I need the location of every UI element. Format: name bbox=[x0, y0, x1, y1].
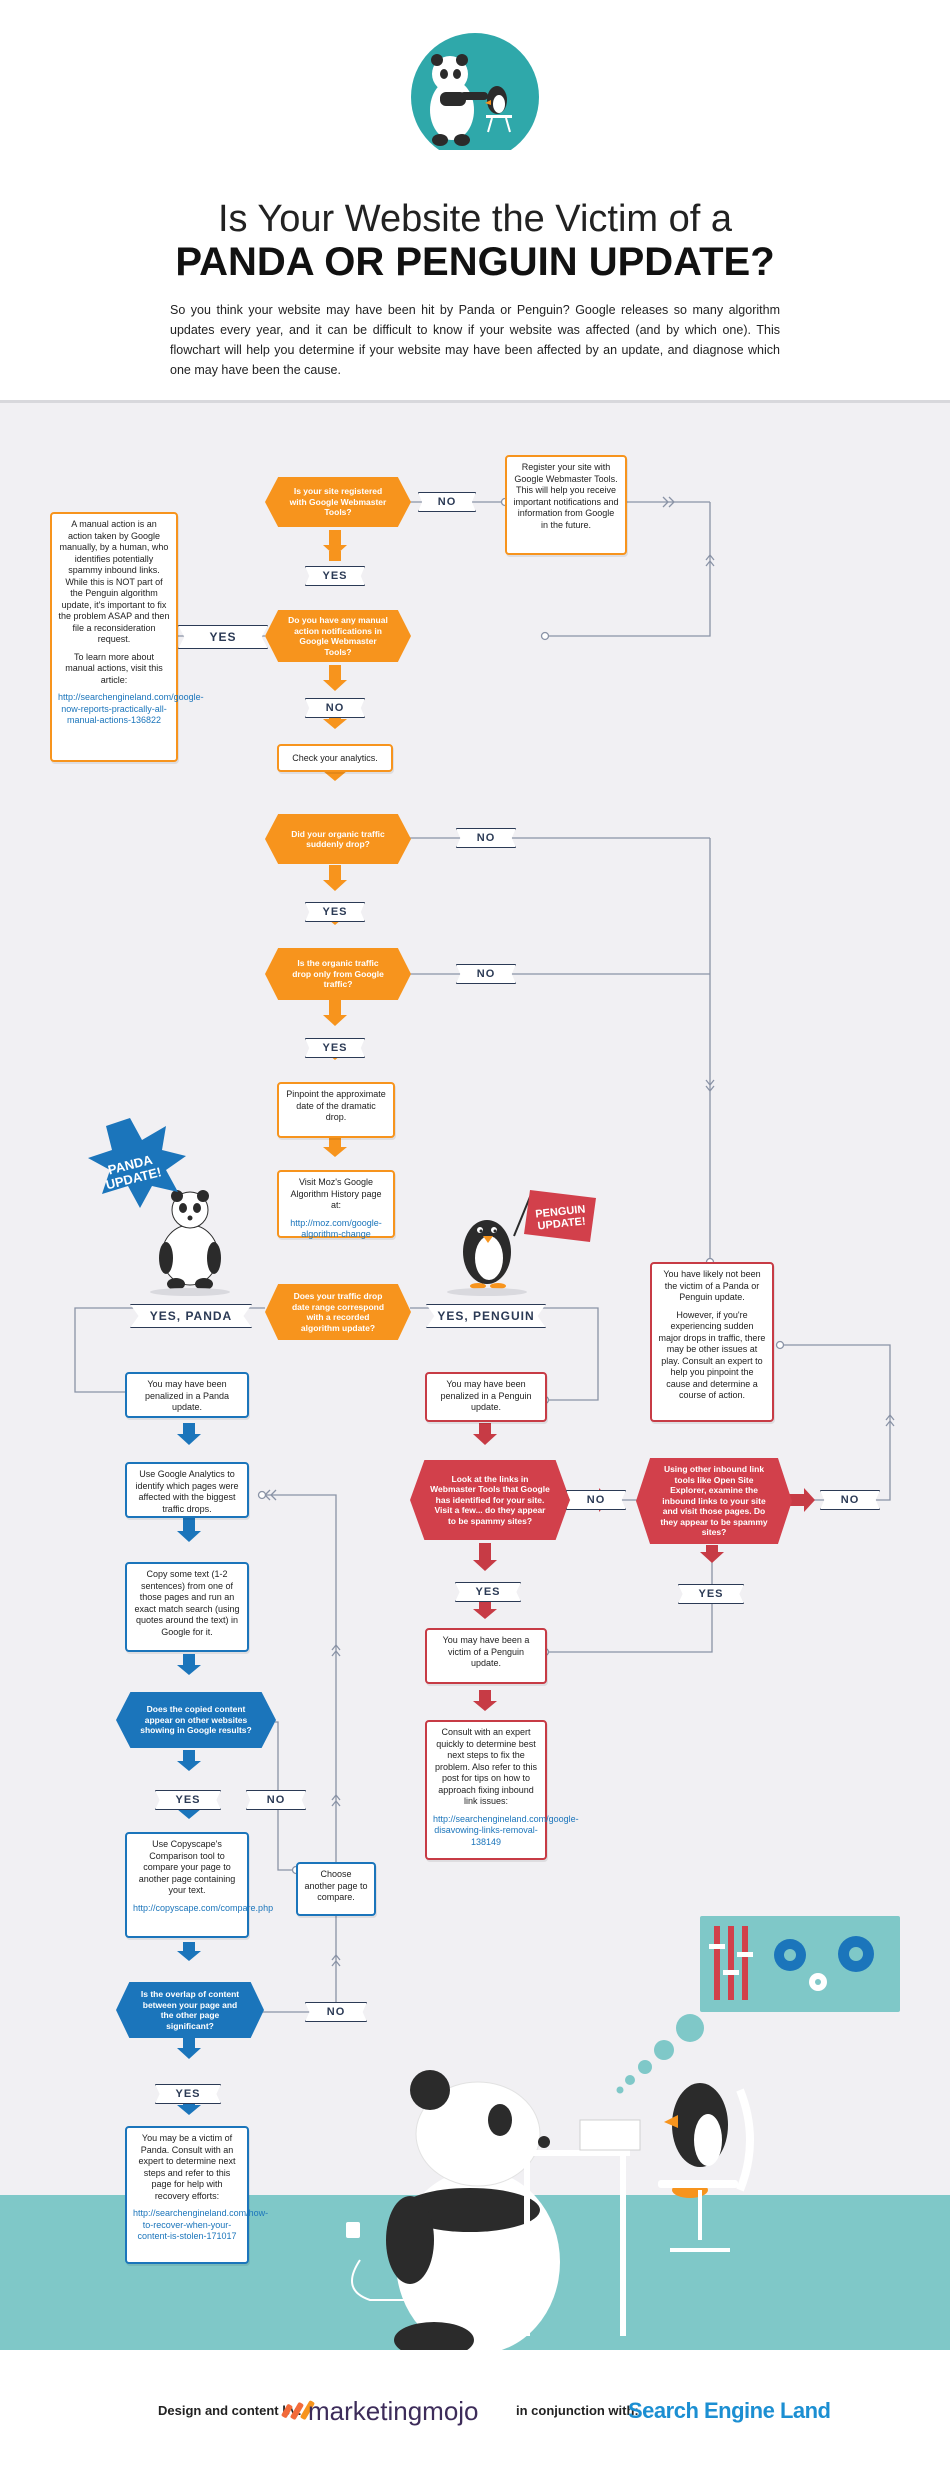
label-no-wmt-links: NO bbox=[566, 1490, 626, 1510]
consult-expert-box: Consult with an expert quickly to determ… bbox=[425, 1720, 579, 1860]
label-no-registered: NO bbox=[418, 492, 476, 512]
manual-action-box: A manual action is an action taken by Go… bbox=[50, 512, 204, 762]
not-victim-text: You have likely not been the victim of a… bbox=[663, 1269, 761, 1302]
thought-bubbles-icon bbox=[616, 2014, 704, 2094]
panda-victim-text: You may be a victim of Panda. Consult wi… bbox=[138, 2133, 236, 2201]
penguin-flag-icon bbox=[524, 1190, 596, 1242]
decision-overlap: Is the overlap of content between your p… bbox=[116, 1982, 264, 2038]
label-no-drop: NO bbox=[456, 828, 516, 848]
manual-action-link[interactable]: http://searchengineland.com/google-now-r… bbox=[58, 692, 204, 725]
scene-illustration-icon bbox=[346, 2070, 754, 2358]
not-victim-more: However, if you're experiencing sudden m… bbox=[658, 1309, 766, 1401]
penguin-penalized-box: You may have been penalized in a Penguin… bbox=[425, 1372, 547, 1422]
panda-badge-icon bbox=[88, 1118, 186, 1208]
gears-panel-icon bbox=[700, 1916, 900, 2012]
label-yes-overlap: YES bbox=[155, 2084, 221, 2104]
label-yes-drop: YES bbox=[305, 902, 365, 922]
pinpoint-date-box: Pinpoint the approximate date of the dra… bbox=[277, 1082, 395, 1138]
label-yes-registered: YES bbox=[305, 566, 365, 586]
panda-penalized-box: You may have been penalized in a Panda u… bbox=[125, 1372, 249, 1418]
decision-copied-content: Does the copied content appear on other … bbox=[116, 1692, 276, 1748]
not-victim-box: You have likely not been the victim of a… bbox=[650, 1262, 774, 1422]
label-yes-panda: YES, PANDA bbox=[130, 1304, 252, 1328]
label-no-overlap: NO bbox=[305, 2002, 367, 2022]
panda-illustration-icon bbox=[150, 1190, 230, 1296]
label-yes-google-only: YES bbox=[305, 1038, 365, 1058]
penguin-victim-box: You may have been a victim of a Penguin … bbox=[425, 1628, 547, 1684]
label-yes-copied: YES bbox=[155, 1790, 221, 1810]
panda-victim-link[interactable]: http://searchengineland.com/how-to-recov… bbox=[133, 2208, 269, 2241]
decision-wmt-links: Look at the links in Webmaster Tools tha… bbox=[410, 1460, 570, 1540]
manual-action-more: To learn more about manual actions, visi… bbox=[65, 651, 163, 685]
search-engine-land-logo[interactable]: Search Engine Land bbox=[628, 2398, 831, 2423]
label-no-other-links: NO bbox=[820, 1490, 880, 1510]
moz-history-box: Visit Moz's Google Algorithm History pag… bbox=[277, 1170, 395, 1240]
decision-manual-action: Do you have any manual action notificati… bbox=[265, 610, 411, 662]
label-no-google-only: NO bbox=[456, 964, 516, 984]
decision-registered-wmt: Is your site registered with Google Webm… bbox=[265, 477, 411, 527]
label-no-manual: NO bbox=[305, 698, 365, 718]
page-title-line-2: PANDA OR PENGUIN UPDATE? bbox=[175, 240, 775, 284]
marketingmojo-logo[interactable]: marketingmojo bbox=[308, 2396, 479, 2426]
label-no-copied: NO bbox=[246, 1790, 306, 1810]
moz-history-text: Visit Moz's Google Algorithm History pag… bbox=[290, 1177, 382, 1210]
decision-google-only: Is the organic traffic drop only from Go… bbox=[265, 948, 411, 1000]
decision-other-links: Using other inbound link tools like Open… bbox=[636, 1458, 792, 1544]
label-yes-penguin: YES, PENGUIN bbox=[426, 1304, 546, 1328]
footer bbox=[0, 2350, 950, 2466]
register-wmt-box: Register your site with Google Webmaster… bbox=[505, 455, 627, 555]
panda-penguin-logo-icon bbox=[411, 33, 539, 150]
label-yes-other-links: YES bbox=[678, 1584, 744, 1604]
copyscape-link[interactable]: http://copyscape.com/compare.php bbox=[133, 1902, 274, 1913]
copyscape-text: Use Copyscape's Comparison tool to compa… bbox=[138, 1839, 236, 1895]
decision-date-coincides: Does your traffic drop date range corres… bbox=[265, 1284, 411, 1340]
check-analytics-box: Check your analytics. bbox=[277, 744, 393, 772]
copy-text-box: Copy some text (1-2 sentences) from one … bbox=[125, 1562, 249, 1652]
consult-expert-text: Consult with an expert quickly to determ… bbox=[434, 1727, 538, 1806]
label-yes-manual: YES bbox=[178, 625, 268, 649]
label-yes-wmt-links: YES bbox=[455, 1582, 521, 1602]
copyscape-box: Use Copyscape's Comparison tool to compa… bbox=[125, 1832, 274, 1938]
manual-action-description: A manual action is an action taken by Go… bbox=[58, 519, 170, 644]
decision-organic-drop: Did your organic traffic suddenly drop? bbox=[265, 814, 411, 864]
page-title-line-1: Is Your Website the Victim of a bbox=[218, 198, 732, 240]
ga-pages-box: Use Google Analytics to identify which p… bbox=[125, 1462, 249, 1518]
panda-victim-box: You may be a victim of Panda. Consult wi… bbox=[125, 2126, 269, 2264]
choose-another-box: Choose another page to compare. bbox=[296, 1862, 376, 1916]
footer-design-by: Design and content by: bbox=[158, 2403, 302, 2418]
moz-history-link[interactable]: http://moz.com/google-algorithm-change bbox=[290, 1217, 382, 1240]
consult-expert-link[interactable]: http://searchengineland.com/google-disav… bbox=[433, 1813, 579, 1847]
footer-conjunction: in conjunction with: bbox=[516, 2403, 639, 2418]
intro-paragraph: So you think your website may have been … bbox=[170, 303, 780, 377]
penguin-illustration-icon bbox=[447, 1191, 533, 1296]
